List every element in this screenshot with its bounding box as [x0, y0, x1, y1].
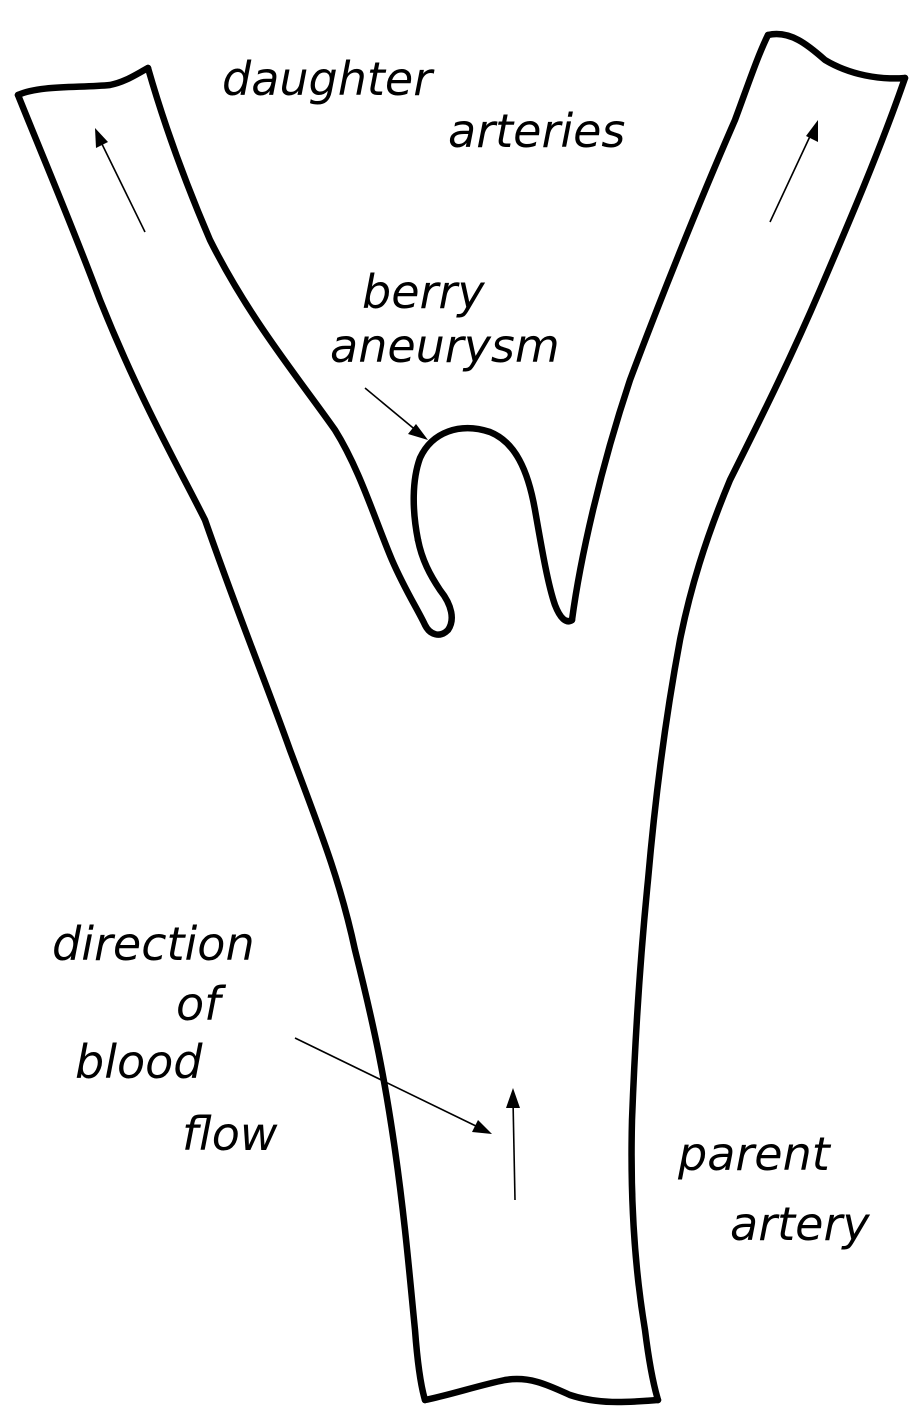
daughter-arteries-label-line1: daughter — [222, 52, 435, 106]
direction-label-line1: direction — [52, 917, 255, 971]
parent-artery-opening — [425, 1379, 658, 1402]
direction-label-line4: flow — [182, 1107, 278, 1161]
parent-artery-label-line2: artery — [730, 1197, 870, 1251]
parent-artery-label-line1: parent — [677, 1127, 832, 1181]
berry-aneurysm-label-line1: berry — [362, 265, 485, 319]
berry-aneurysm-sac — [414, 428, 572, 621]
parent-flow-arrow — [506, 1088, 520, 1200]
left-daughter-flow-arrow — [95, 128, 145, 232]
right-daughter-flow-arrow — [770, 120, 818, 222]
right-daughter-opening — [768, 34, 905, 78]
daughter-arteries-label-line2: arteries — [448, 104, 625, 158]
berry-aneurysm-label-line2: aneurysm — [330, 319, 560, 373]
direction-label-line2: of — [176, 977, 226, 1031]
direction-label-line3: blood — [75, 1035, 203, 1089]
left-daughter-opening — [18, 68, 148, 95]
aneurysm-leader-arrow — [365, 388, 428, 440]
